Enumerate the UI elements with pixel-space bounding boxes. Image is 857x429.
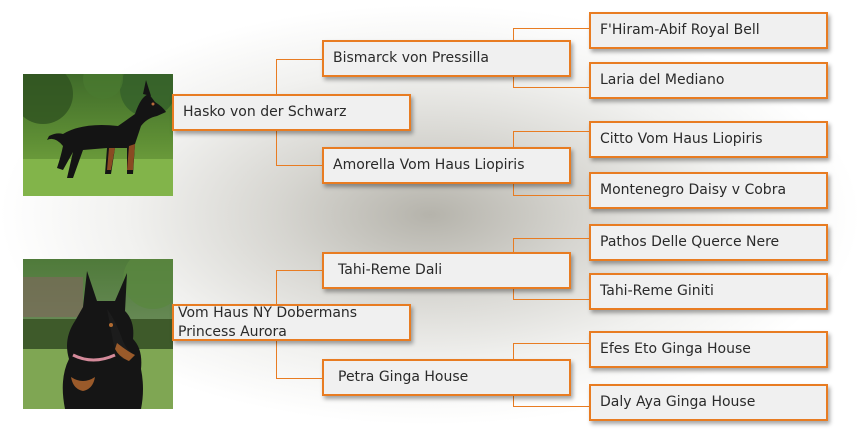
granddam-name: Laria del Mediano [600, 72, 725, 88]
granddam-name: Tahi-Reme Giniti [600, 283, 714, 299]
granddam-box: Montenegro Daisy v Cobra [589, 172, 828, 209]
dog-name-box: Vom Haus NY Dobermans Princess Aurora [172, 304, 411, 341]
dog-name: Hasko von der Schwarz [183, 104, 347, 120]
sire-box: Tahi-Reme Dali [322, 252, 571, 289]
grandsire-box: F'Hiram-Abif Royal Bell [589, 12, 828, 49]
granddam-name: Montenegro Daisy v Cobra [600, 182, 787, 198]
sire-name: Tahi-Reme Dali [338, 262, 443, 278]
granddam-box: Daly Aya Ginga House [589, 384, 828, 421]
dam-name: Amorella Vom Haus Liopiris [333, 157, 525, 173]
doberman-portrait-photo [23, 259, 173, 409]
grandsire-name: Efes Eto Ginga House [600, 341, 751, 357]
dam-name: Petra Ginga House [338, 369, 469, 385]
granddam-box: Tahi-Reme Giniti [589, 273, 828, 310]
dam-box: Amorella Vom Haus Liopiris [322, 147, 571, 184]
grandsire-name: Citto Vom Haus Liopiris [600, 131, 763, 147]
sire-name: Bismarck von Pressilla [333, 50, 489, 66]
grandsire-box: Pathos Delle Querce Nere [589, 224, 828, 261]
grandsire-box: Efes Eto Ginga House [589, 331, 828, 368]
dog-name-box: Hasko von der Schwarz [172, 94, 411, 131]
dog-name-line-2: Princess Aurora [178, 323, 287, 340]
dog-name-line-1: Vom Haus NY Dobermans [178, 304, 358, 321]
granddam-box: Laria del Mediano [589, 62, 828, 99]
grandsire-box: Citto Vom Haus Liopiris [589, 121, 828, 158]
sire-box: Bismarck von Pressilla [322, 40, 571, 77]
dam-box: Petra Ginga House [322, 359, 571, 396]
doberman-standing-photo [23, 74, 173, 196]
grandsire-name: F'Hiram-Abif Royal Bell [600, 22, 760, 38]
granddam-name: Daly Aya Ginga House [600, 394, 756, 410]
grandsire-name: Pathos Delle Querce Nere [600, 234, 780, 250]
